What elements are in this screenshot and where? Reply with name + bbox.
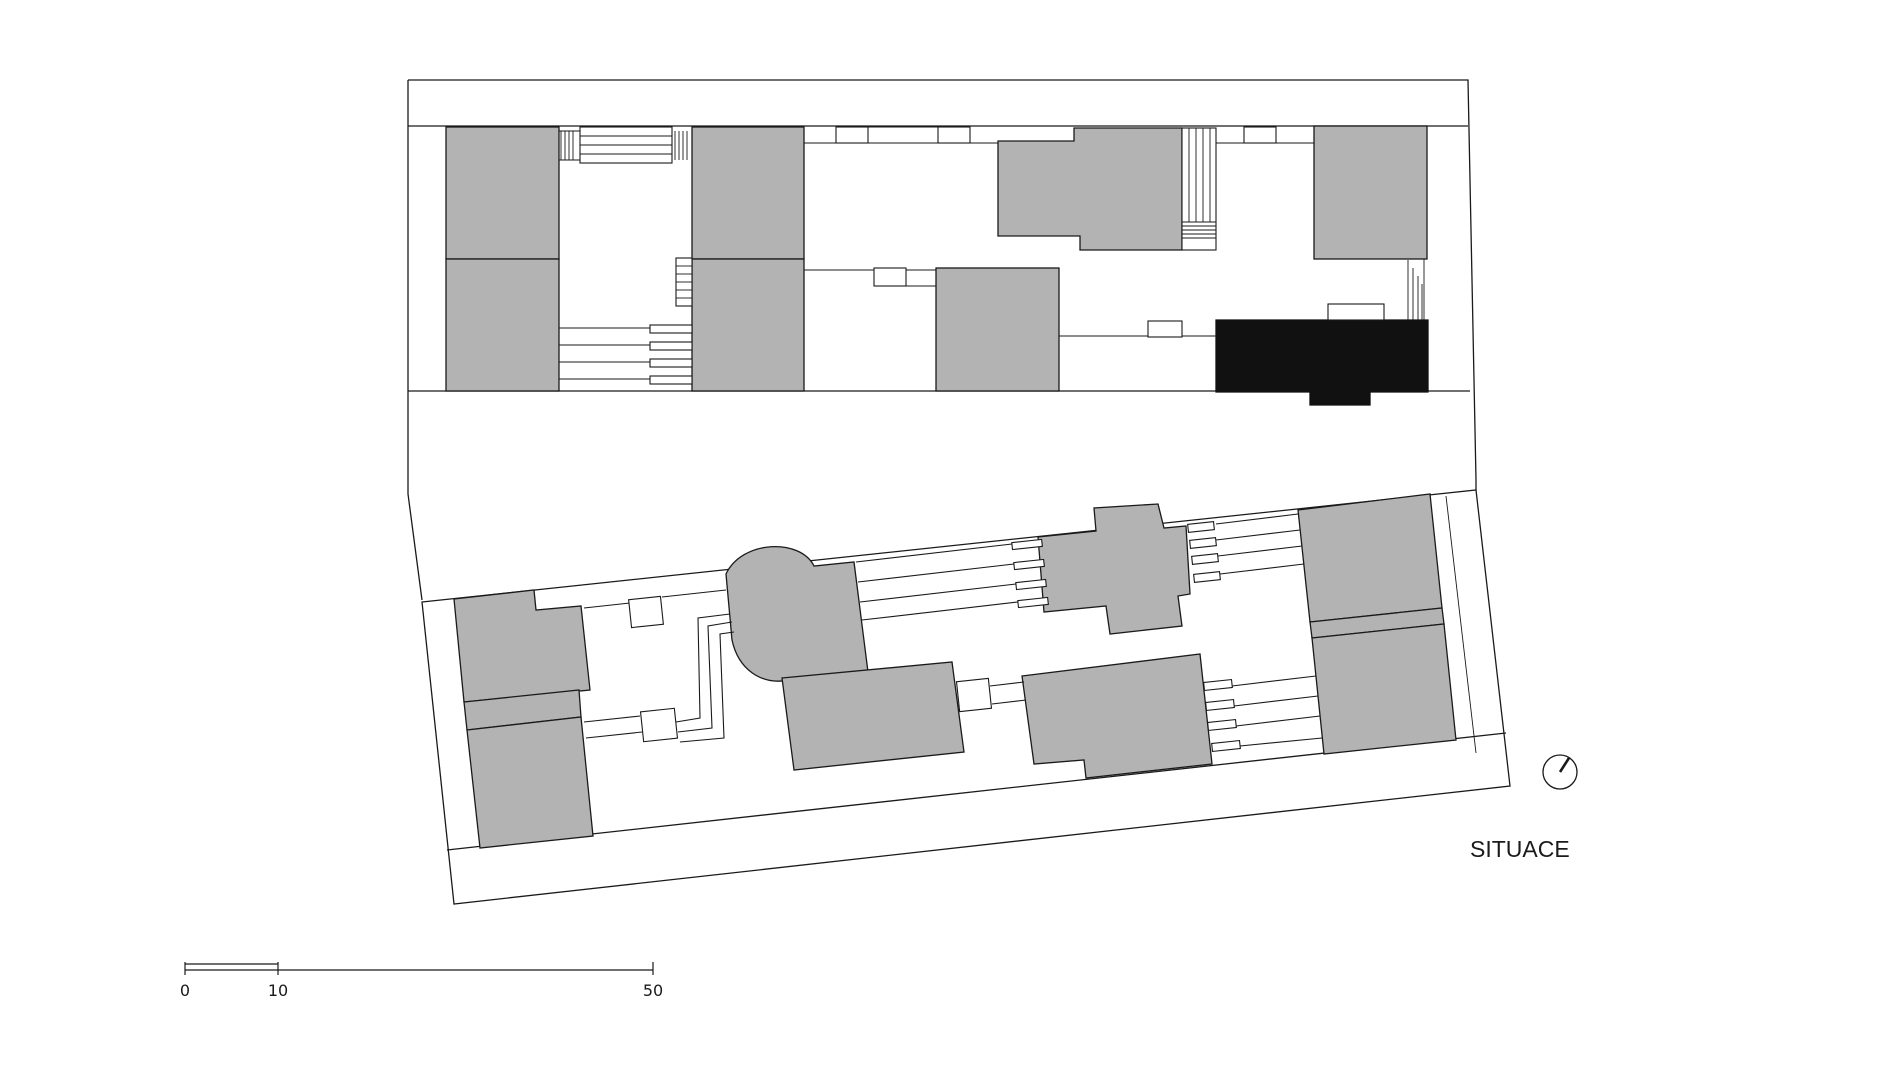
building-u5 [935,267,1060,392]
building-l6-top [1297,493,1443,623]
lower-buildings [453,493,1457,849]
building-u2-top [691,126,805,260]
building-u1-top [445,126,560,260]
scale-label-10: 10 [268,981,288,1000]
building-l3 [781,661,965,771]
upper-lot-outline [407,79,1477,601]
building-l2-round [725,546,869,682]
upper-buildings [445,125,1429,406]
building-u1-bottom [445,258,560,392]
building-l5 [1021,653,1213,779]
north-arrow-icon [1542,754,1578,790]
building-highlighted [1215,319,1429,406]
building-u3 [997,127,1183,251]
building-l4 [1037,503,1191,635]
scale-label-0: 0 [180,981,190,1000]
building-u2-bottom [691,258,805,392]
scale-label-50: 50 [643,981,663,1000]
building-l1-top [453,589,591,703]
building-l6-bottom [1311,623,1457,755]
upper-connectors [559,126,1423,385]
scale-bar: 0 10 50 [180,962,663,1000]
lower-connectors [583,513,1323,753]
building-l1-bottom [466,716,594,849]
drawing-title: SITUACE [1470,836,1570,862]
building-u4 [1313,125,1428,260]
